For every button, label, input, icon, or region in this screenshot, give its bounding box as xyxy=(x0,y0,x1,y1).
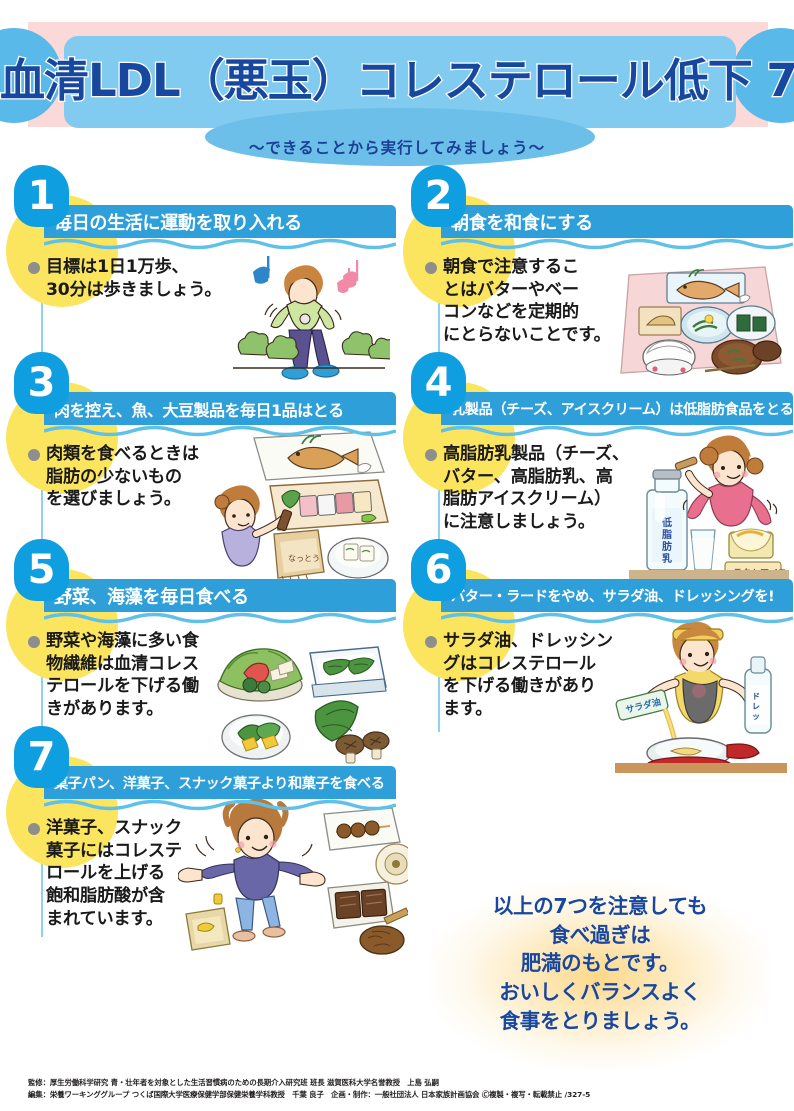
conclusion-block: 以上の7つを注意しても 食べ過ぎは 肥満のもとです。 おいしくバランスよく 食事… xyxy=(410,880,790,1070)
wave-divider-icon xyxy=(44,425,396,437)
item-number-badge-7: 7 xyxy=(14,726,69,788)
item-heading-7: 菓子パン、洋菓子、スナック菓子より和菓子を食べる xyxy=(54,775,385,792)
header-subtitle-ellipse xyxy=(205,108,595,166)
item-body-wrap-3: 肉類を食べるときは 脂肪の少ないもの を選びましょう。 xyxy=(18,443,391,539)
item-number-3: 3 xyxy=(27,360,56,406)
item-number-4: 4 xyxy=(424,360,453,406)
item-body-3: 肉類を食べるときは 脂肪の少ないもの を選びましょう。 xyxy=(46,444,199,510)
item-heading-bar-5: 野菜、海藻を毎日食べる xyxy=(44,579,396,612)
item-body-4: 高脂肪乳製品（チーズ、 バター、高脂肪乳、高 脂肪アイスクリーム） に注意しまし… xyxy=(443,444,630,533)
item-card-4: 4 乳製品（チーズ、アイスクリーム）は低脂肪食品をとる 高脂肪乳製品（チーズ、 … xyxy=(397,352,794,583)
wave-divider-icon xyxy=(441,425,793,437)
item-body-1: 目標は1日1万歩、 30分は歩きましょう。 xyxy=(46,257,222,300)
item-card-1: 1 毎日の生活に運動を取り入れる 目標は1日1万歩、 30分は歩きましょう。 xyxy=(0,165,397,380)
item-card-3: 3 肉を控え、魚、大豆製品を毎日1品はとる 肉類を食べるときは 脂肪の少ないもの… xyxy=(0,352,397,589)
item-body-wrap-6: サラダ油、ドレッシン グはコレステロール を下げる働きがあり ます。 xyxy=(415,630,788,726)
item-heading-bar-7: 菓子パン、洋菓子、スナック菓子より和菓子を食べる xyxy=(44,766,396,799)
item-card-2: 2 朝食を和食にする 朝食で注意するこ とはバターやベー コンなどを定期的 にと… xyxy=(397,165,794,376)
item-number-badge-6: 6 xyxy=(411,539,466,601)
poster-footer: 監修：厚生労働科学研究 青・壮年者を対象とした生活習慣病のための長期介入研究班 … xyxy=(28,1077,778,1101)
item-heading-5: 野菜、海藻を毎日食べる xyxy=(54,586,249,608)
item-heading-bar-4: 乳製品（チーズ、アイスクリーム）は低脂肪食品をとる xyxy=(441,392,794,425)
footer-line-editor: 編集：栄養ワーキンググループ つくば国際大学医療保健学部保健栄養学科教授 千葉 … xyxy=(28,1089,591,1099)
item-card-7: 7 菓子パン、洋菓子、スナック菓子より和菓子を食べる 洋菓子、スナック 菓子には… xyxy=(0,726,408,955)
bullet-dot-icon xyxy=(28,449,40,461)
item-number-badge-5: 5 xyxy=(14,539,69,601)
item-heading-6: バター・ラードをやめ、サラダ油、ドレッシングを! xyxy=(451,588,775,605)
item-body-wrap-2: 朝食で注意するこ とはバターやベー コンなどを定期的 にとらないことです。 xyxy=(415,256,788,352)
wave-divider-icon xyxy=(44,238,396,250)
footer-line-supervisor: 監修：厚生労働科学研究 青・壮年者を対象とした生活習慣病のための長期介入研究班 … xyxy=(28,1077,439,1087)
item-body-wrap-7: 洋菓子、スナック 菓子にはコレステ ロールを上げる 飽和脂肪酸が含 まれています… xyxy=(18,817,391,931)
item-card-5: 5 野菜、海藻を毎日食べる 野菜や海藻に多い食 物繊維は血清コレス テロールを下… xyxy=(0,539,397,764)
wave-divider-icon xyxy=(44,612,396,624)
items-row-1: 1 毎日の生活に運動を取り入れる 目標は1日1万歩、 30分は歩きましょう。 xyxy=(0,165,794,380)
item-body-wrap-4: 高脂肪乳製品（チーズ、 バター、高脂肪乳、高 脂肪アイスクリーム） に注意しまし… xyxy=(415,443,788,539)
conclusion-text: 以上の7つを注意しても 食べ過ぎは 肥満のもとです。 おいしくバランスよく 食事… xyxy=(492,894,708,1033)
wave-divider-icon xyxy=(441,238,793,250)
bullet-dot-icon xyxy=(28,636,40,648)
poster-title: 血清LDL（悪玉）コレステロール低下 7ヵ条 xyxy=(0,53,794,109)
item-number-6: 6 xyxy=(424,547,453,593)
item-number-2: 2 xyxy=(424,173,453,219)
item-number-badge-2: 2 xyxy=(411,165,466,227)
poster-header: 血清LDL（悪玉）コレステロール低下 7ヵ条 〜できることから実行してみましょう… xyxy=(0,0,794,166)
item-heading-bar-2: 朝食を和食にする xyxy=(441,205,793,238)
item-number-badge-4: 4 xyxy=(411,352,466,414)
item-body-5: 野菜や海藻に多い食 物繊維は血清コレス テロールを下げる働 きがあります。 xyxy=(46,631,199,720)
item-heading-bar-6: バター・ラードをやめ、サラダ油、ドレッシングを! xyxy=(441,579,793,612)
item-heading-1: 毎日の生活に運動を取り入れる xyxy=(54,212,302,234)
item-body-wrap-1: 目標は1日1万歩、 30分は歩きましょう。 xyxy=(18,256,391,352)
item-body-2: 朝食で注意するこ とはバターやベー コンなどを定期的 にとらないことです。 xyxy=(443,257,611,346)
bullet-dot-icon xyxy=(28,823,40,835)
poster-subtitle: 〜できることから実行してみましょう〜 xyxy=(248,139,546,157)
item-body-wrap-5: 野菜や海藻に多い食 物繊維は血清コレス テロールを下げる働 きがあります。 xyxy=(18,630,391,726)
item-heading-bar-3: 肉を控え、魚、大豆製品を毎日1品はとる xyxy=(44,392,396,425)
item-card-6: 6 バター・ラードをやめ、サラダ油、ドレッシングを! サラダ油、ドレッシン グは… xyxy=(397,539,794,773)
bullet-dot-icon xyxy=(425,636,437,648)
item-number-1: 1 xyxy=(27,173,56,219)
items-grid: 1 毎日の生活に運動を取り入れる 目標は1日1万歩、 30分は歩きましょう。 xyxy=(0,165,794,955)
item-body-6: サラダ油、ドレッシン グはコレステロール を下げる働きがあり ます。 xyxy=(443,631,613,720)
bullet-dot-icon xyxy=(425,449,437,461)
item-body-7: 洋菓子、スナック 菓子にはコレステ ロールを上げる 飽和脂肪酸が含 まれています… xyxy=(46,818,182,929)
items-row-3: 5 野菜、海藻を毎日食べる 野菜や海藻に多い食 物繊維は血清コレス テロールを下… xyxy=(0,539,794,773)
item-heading-4: 乳製品（チーズ、アイスクリーム）は低脂肪食品をとる xyxy=(451,401,794,418)
item-number-5: 5 xyxy=(27,547,56,593)
item-number-badge-3: 3 xyxy=(14,352,69,414)
bullet-dot-icon xyxy=(425,262,437,274)
item-number-badge-1: 1 xyxy=(14,165,69,227)
wave-divider-icon xyxy=(44,799,396,811)
conclusion-glow xyxy=(430,880,770,1070)
item-number-7: 7 xyxy=(27,734,56,780)
item-heading-3: 肉を控え、魚、大豆製品を毎日1品はとる xyxy=(54,400,344,420)
items-row-2: 3 肉を控え、魚、大豆製品を毎日1品はとる 肉類を食べるときは 脂肪の少ないもの… xyxy=(0,352,794,589)
item-heading-2: 朝食を和食にする xyxy=(451,212,593,234)
bullet-dot-icon xyxy=(28,262,40,274)
item-heading-bar-1: 毎日の生活に運動を取り入れる xyxy=(44,205,396,238)
wave-divider-icon xyxy=(441,612,793,624)
